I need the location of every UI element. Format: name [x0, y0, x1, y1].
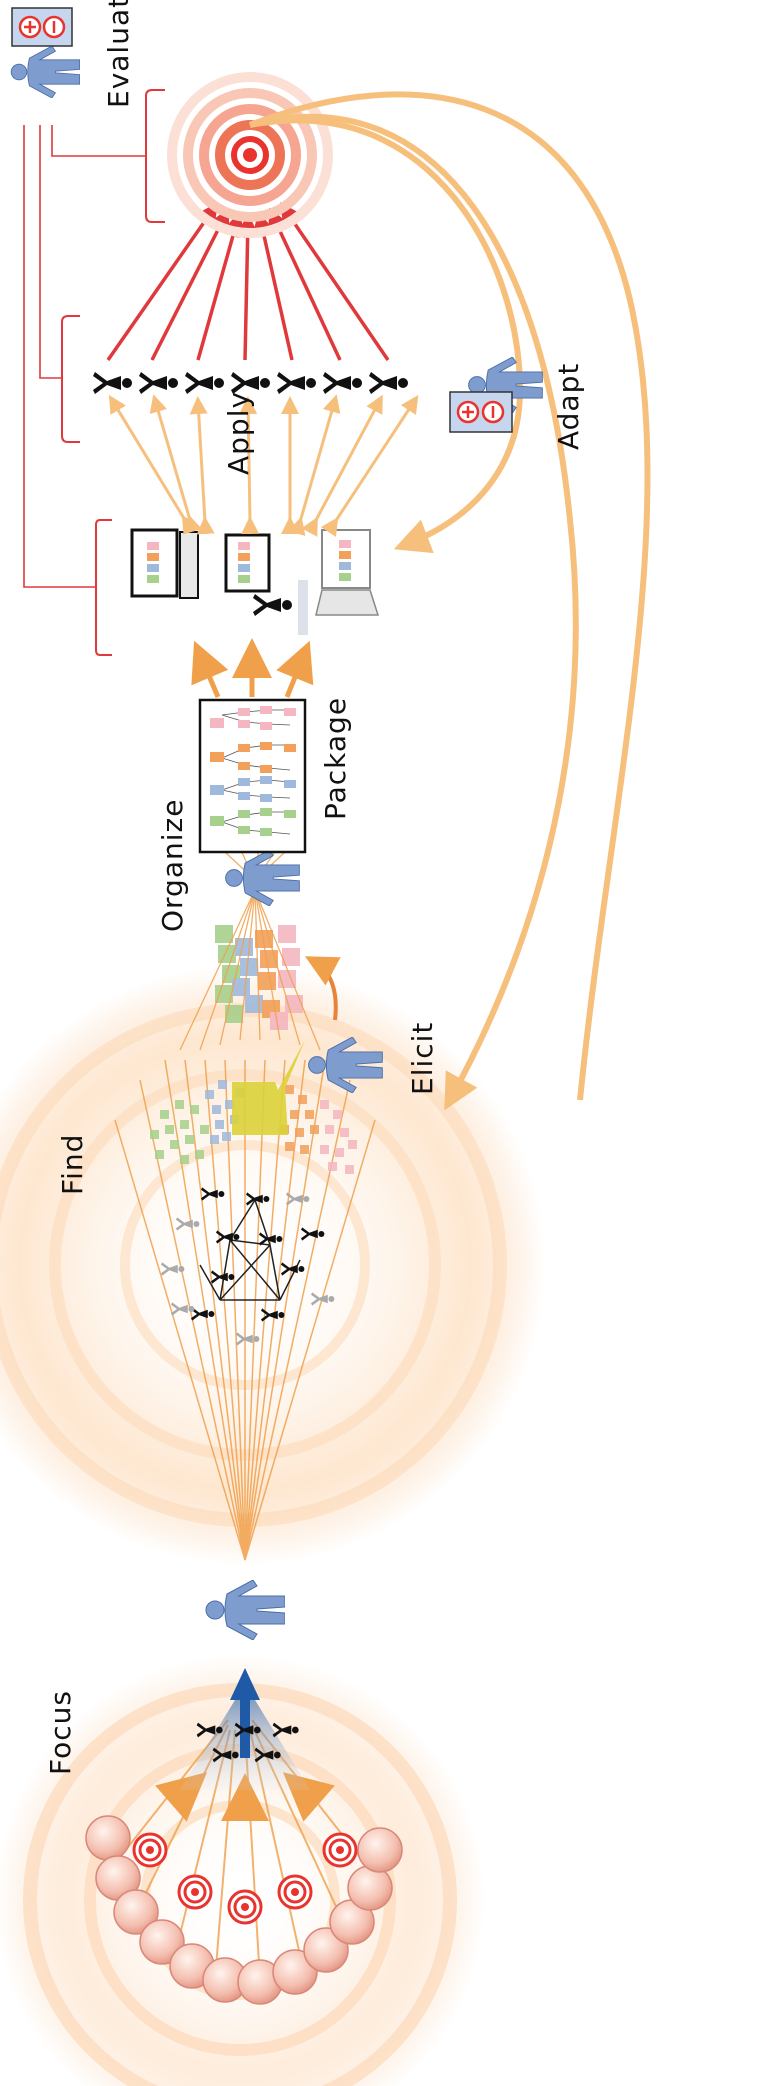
- focus-label: Focus: [44, 1690, 77, 1775]
- organize-label: Organize: [156, 799, 189, 932]
- package-label: Package: [319, 697, 352, 820]
- laptop-icon: [298, 529, 380, 635]
- package-section: Package: [191, 638, 352, 854]
- pro-con-card-icon: [11, 7, 73, 47]
- find-section: Find: [0, 965, 545, 1565]
- organize-section: Elicit Organize: [156, 799, 439, 1095]
- apply-section: Apply: [61, 202, 419, 537]
- find-label: Find: [56, 1134, 89, 1195]
- evaluate-label: Evaluate: [102, 0, 135, 108]
- target-icon: [167, 72, 333, 238]
- pro-con-card-icon: [449, 391, 513, 433]
- adapt-section: Adapt: [248, 91, 651, 1111]
- network-lines: [199, 1199, 301, 1301]
- target-icon: [132, 1832, 358, 1925]
- apply-label: Apply: [222, 391, 255, 475]
- devices-section: [95, 519, 380, 656]
- person-icon: [225, 850, 300, 906]
- person-icon: [205, 1580, 285, 1640]
- elicit-label: Elicit: [406, 1022, 439, 1095]
- speech-bubble-icon: [232, 1040, 305, 1135]
- evaluate-section: Evaluate: [10, 0, 333, 588]
- person-icon: [10, 46, 80, 98]
- sticky-note-icon: [150, 1080, 357, 1174]
- person-silhouette-icon: [93, 372, 408, 394]
- focus-section: Focus: [0, 1580, 485, 2086]
- tablet-icon: [224, 533, 271, 593]
- focus-circles: [85, 1815, 403, 2005]
- person-silhouette-icon: [253, 594, 292, 616]
- adapt-label: Adapt: [552, 363, 585, 450]
- tablet-icon: [130, 528, 199, 599]
